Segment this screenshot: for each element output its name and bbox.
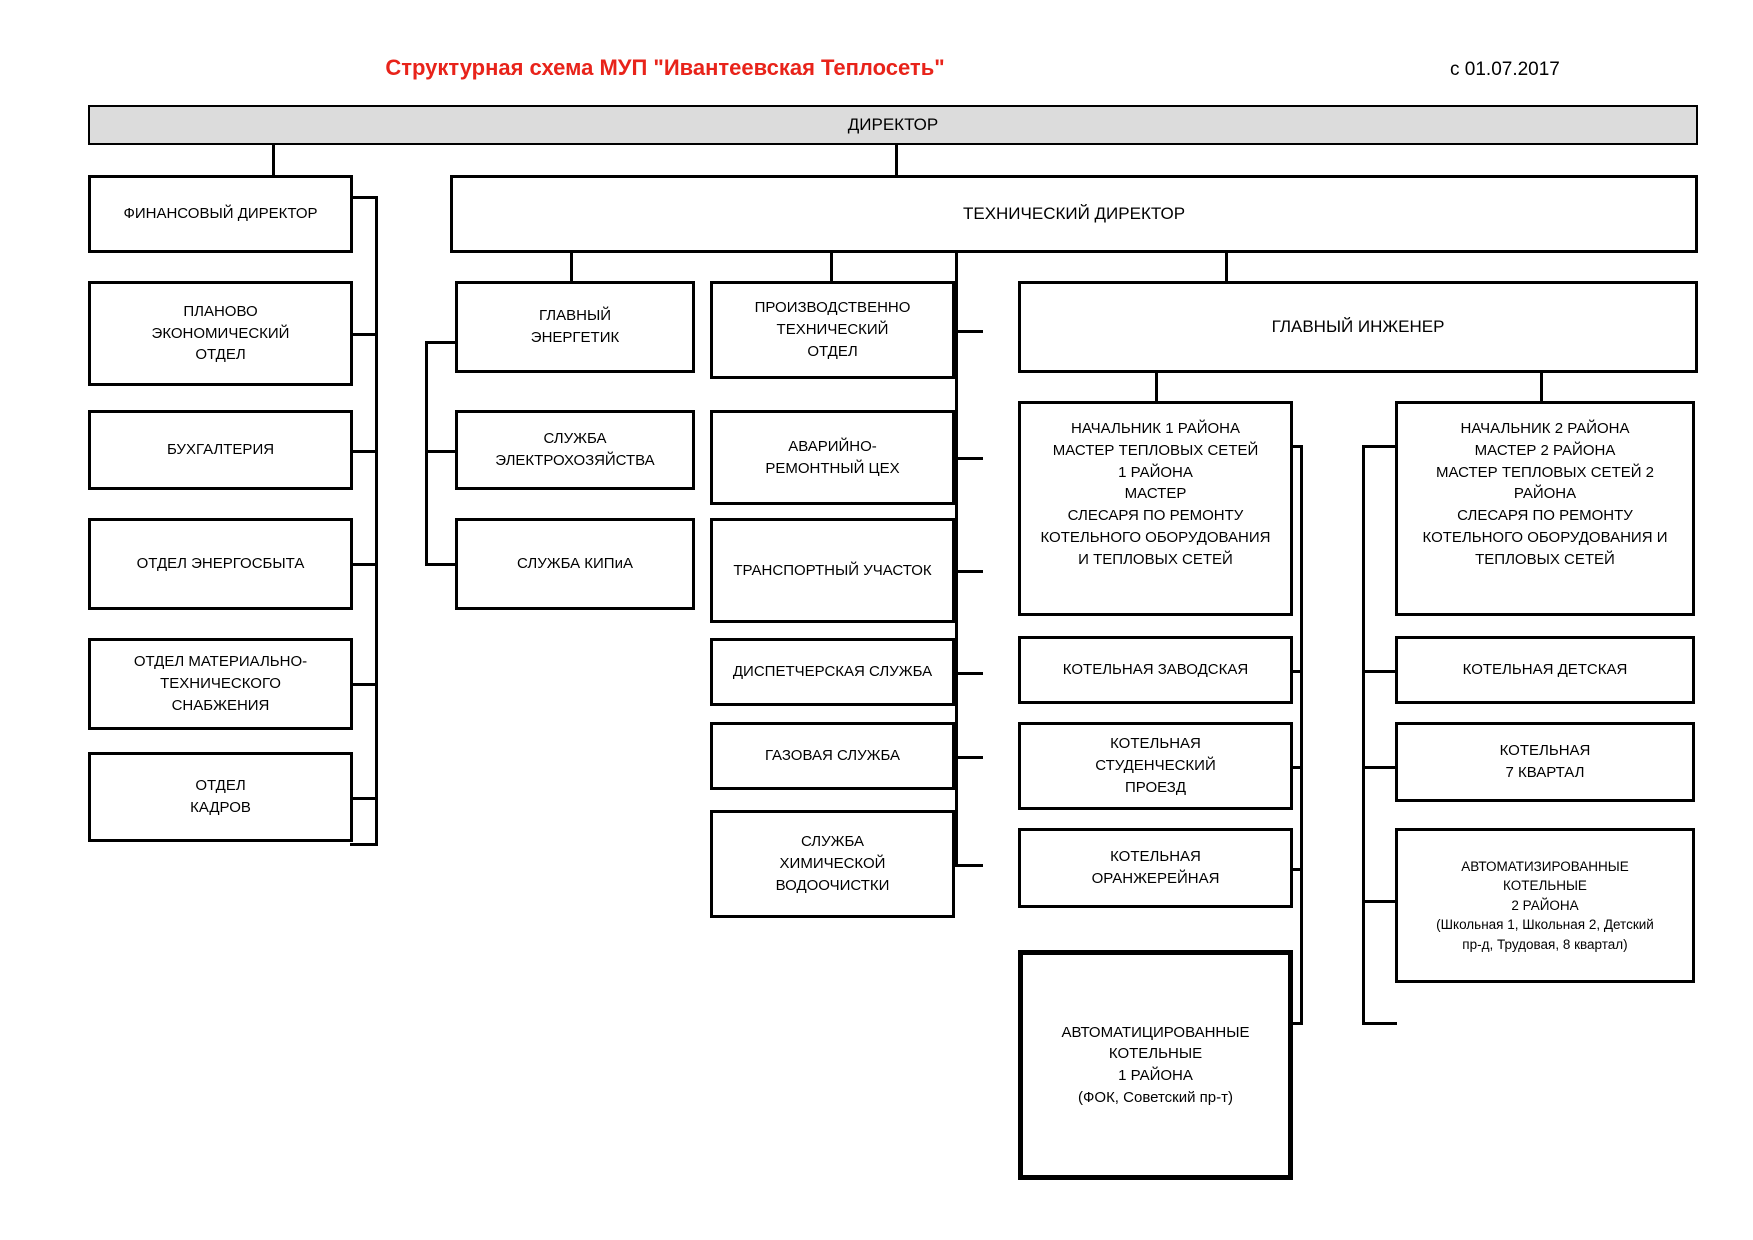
connector-production-chem [955, 864, 983, 867]
node-boiler-7-kvartal[interactable]: КОТЕЛЬНАЯ 7 КВАРТАЛ [1395, 722, 1695, 802]
connector-finance-msd [350, 683, 378, 686]
node-production-technical-dept[interactable]: ПРОИЗВОДСТВЕННО ТЕХНИЧЕСКИЙ ОТДЕЛ [710, 281, 955, 379]
node-chemical-water-treatment[interactable]: СЛУЖБА ХИМИЧЕСКОЙ ВОДООЧИСТКИ [710, 810, 955, 918]
connector-d2-head [1362, 445, 1397, 448]
connector-finance-bottom [350, 843, 378, 846]
node-electrical-service[interactable]: СЛУЖБА ЭЛЕКТРОХОЗЯЙСТВА [455, 410, 695, 490]
connector-finance-hr [350, 797, 378, 800]
connector-tech-to-chief-engineer [1225, 253, 1228, 281]
node-financial-director[interactable]: ФИНАНСОВЫЙ ДИРЕКТОР [88, 175, 353, 253]
connector-d2-7kv [1362, 766, 1397, 769]
node-district1-head[interactable]: НАЧАЛЬНИК 1 РАЙОНА МАСТЕР ТЕПЛОВЫХ СЕТЕЙ… [1018, 401, 1293, 616]
connector-production-bus [955, 253, 958, 865]
node-district2-head[interactable]: НАЧАЛЬНИК 2 РАЙОНА МАСТЕР 2 РАЙОНА МАСТЕ… [1395, 401, 1695, 616]
connector-d1-auto [1290, 1022, 1303, 1025]
connector-tech-to-production [830, 253, 833, 281]
node-transport-section[interactable]: ТРАНСПОРТНЫЙ УЧАСТОК [710, 518, 955, 623]
node-technical-director[interactable]: ТЕХНИЧЕСКИЙ ДИРЕКТОР [450, 175, 1698, 253]
connector-director-left [272, 145, 275, 175]
connector-d1-head [1290, 445, 1303, 448]
connector-ce-to-d2 [1540, 373, 1543, 401]
connector-finance-peo [350, 333, 378, 336]
connector-district1-bus [1300, 445, 1303, 1025]
connector-finance-acc [350, 450, 378, 453]
connector-d2-auto [1362, 900, 1397, 903]
node-dispatch-service[interactable]: ДИСПЕТЧЕРСКАЯ СЛУЖБА [710, 638, 955, 706]
node-chief-engineer[interactable]: ГЛАВНЫЙ ИНЖЕНЕР [1018, 281, 1698, 373]
node-automated-boilers-district2[interactable]: АВТОМАТИЗИРОВАННЫЕ КОТЕЛЬНЫЕ 2 РАЙОНА (Ш… [1395, 828, 1695, 983]
effective-date: с 01.07.2017 [1450, 59, 1560, 80]
connector-production-ar [955, 457, 983, 460]
connector-energy-kipia [425, 563, 457, 566]
node-gas-service[interactable]: ГАЗОВАЯ СЛУЖБА [710, 722, 955, 790]
node-chief-power-engineer[interactable]: ГЛАВНЫЙ ЭНЕРГЕТИК [455, 281, 695, 373]
connector-production-disp [955, 672, 983, 675]
connector-energy-cpe [425, 341, 457, 344]
connector-production-pto [955, 330, 983, 333]
connector-energy-es [425, 450, 457, 453]
connector-tech-to-energy [570, 253, 573, 281]
node-director[interactable]: ДИРЕКТОР [88, 105, 1698, 145]
connector-d1-zav [1290, 670, 1303, 673]
node-material-supply-dept[interactable]: ОТДЕЛ МАТЕРИАЛЬНО- ТЕХНИЧЕСКОГО СНАБЖЕНИ… [88, 638, 353, 730]
connector-district2-bus [1362, 445, 1365, 1025]
connector-d2-bottom [1362, 1022, 1397, 1025]
connector-production-tr [955, 570, 983, 573]
connector-director-right [895, 145, 898, 175]
node-planning-economic-dept[interactable]: ПЛАНОВО ЭКОНОМИЧЕСКИЙ ОТДЕЛ [88, 281, 353, 386]
node-boiler-detskaya[interactable]: КОТЕЛЬНАЯ ДЕТСКАЯ [1395, 636, 1695, 704]
connector-d1-stud [1290, 766, 1303, 769]
connector-production-gas [955, 756, 983, 759]
node-boiler-oranzhereynaya[interactable]: КОТЕЛЬНАЯ ОРАНЖЕРЕЙНАЯ [1018, 828, 1293, 908]
connector-finance-fd [350, 196, 378, 199]
node-accounting[interactable]: БУХГАЛТЕРИЯ [88, 410, 353, 490]
node-automated-boilers-district1[interactable]: АВТОМАТИЦИРОВАННЫЕ КОТЕЛЬНЫЕ 1 РАЙОНА (Ф… [1018, 950, 1293, 1180]
page-title: Структурная схема МУП "Ивантеевская Тепл… [385, 55, 945, 80]
connector-finance-esd [350, 563, 378, 566]
connector-finance-bus [375, 196, 378, 846]
node-energy-sales-dept[interactable]: ОТДЕЛ ЭНЕРГОСБЫТА [88, 518, 353, 610]
node-boiler-zavodskaya[interactable]: КОТЕЛЬНАЯ ЗАВОДСКАЯ [1018, 636, 1293, 704]
connector-ce-to-d1 [1155, 373, 1158, 401]
node-emergency-repair-shop[interactable]: АВАРИЙНО- РЕМОНТНЫЙ ЦЕХ [710, 410, 955, 505]
connector-d1-oran [1290, 868, 1303, 871]
node-boiler-studenchesky[interactable]: КОТЕЛЬНАЯ СТУДЕНЧЕСКИЙ ПРОЕЗД [1018, 722, 1293, 810]
connector-d2-det [1362, 670, 1397, 673]
node-hr-dept[interactable]: ОТДЕЛ КАДРОВ [88, 752, 353, 842]
node-kipia-service[interactable]: СЛУЖБА КИПиА [455, 518, 695, 610]
